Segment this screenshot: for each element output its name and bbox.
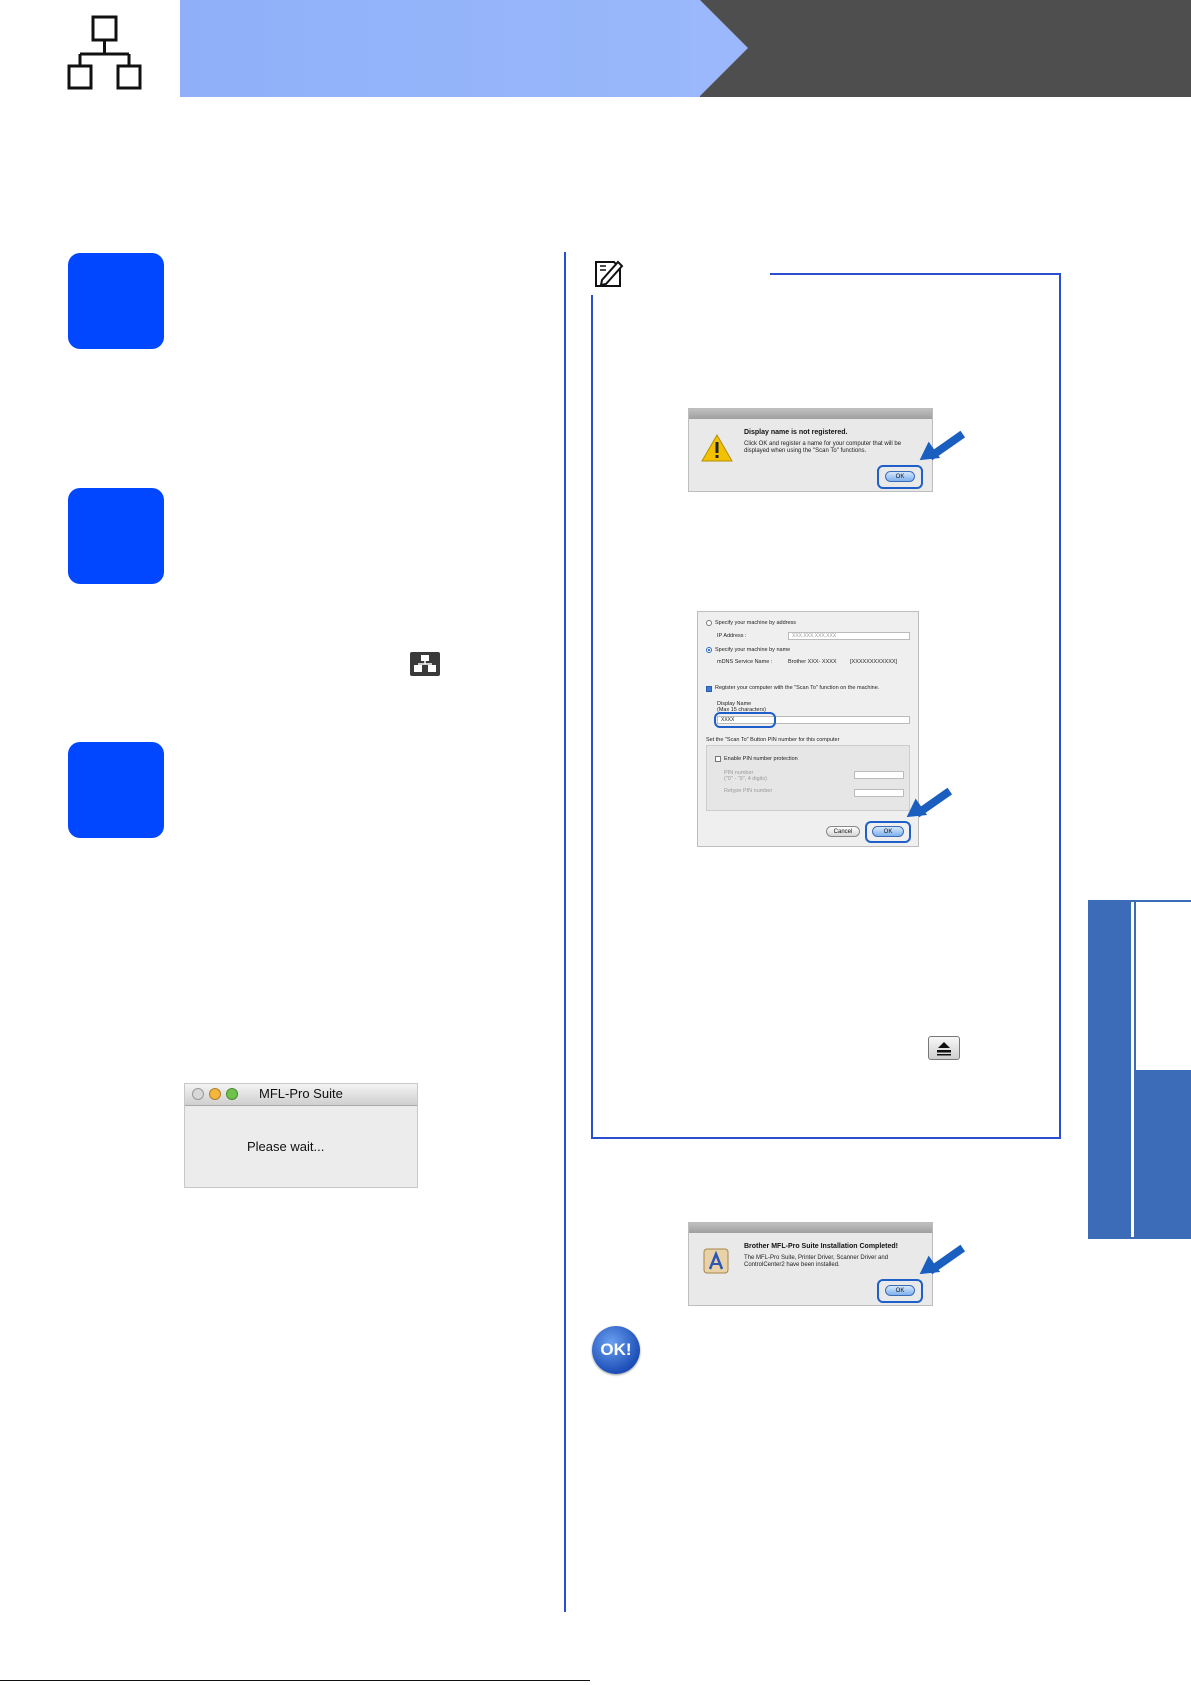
installation-completed-dialog: Brother MFL-Pro Suite Installation Compl… xyxy=(688,1222,933,1306)
close-icon[interactable] xyxy=(192,1088,204,1100)
pin-section-label: Set the "Scan To" Button PIN number for … xyxy=(706,737,840,743)
minimize-icon[interactable] xyxy=(209,1088,221,1100)
retype-pin-label: Retype PIN number xyxy=(724,788,773,794)
pin-number-label: PIN number xyxy=(724,770,754,776)
mdns-value-2: [XXXXXXXXXXXX] xyxy=(850,659,898,665)
installer-icon xyxy=(703,1248,729,1274)
ok-button[interactable]: OK xyxy=(872,826,904,837)
note-frame-right xyxy=(1059,273,1061,1139)
note-frame-left xyxy=(591,295,593,1139)
ok-button[interactable]: OK xyxy=(885,1285,915,1296)
dialog-message: Click OK and register a name for your co… xyxy=(744,441,902,454)
pin-number-field[interactable] xyxy=(854,771,904,779)
footer-rule xyxy=(0,1680,590,1681)
ok-highlight xyxy=(877,1279,923,1303)
radio-by-name-label: Specify your machine by name xyxy=(715,647,791,653)
ok-highlight xyxy=(865,821,911,843)
header-arrow xyxy=(700,0,748,96)
ok-highlight xyxy=(877,465,923,489)
ok-badge: OK! xyxy=(592,1326,640,1374)
mdns-value: Brother XXX- XXXX xyxy=(788,659,837,665)
note-frame-bottom xyxy=(591,1137,1061,1139)
side-tab-section xyxy=(1088,900,1131,1237)
side-tab-active xyxy=(1134,1070,1191,1237)
mdns-label: mDNS Service Name : xyxy=(717,659,773,665)
display-name-dialog: Display name is not registered. Click OK… xyxy=(688,408,933,492)
display-name-hint: (Max 15 characters) xyxy=(717,707,766,713)
please-wait-text: Please wait... xyxy=(247,1139,325,1154)
ok-button[interactable]: OK xyxy=(885,471,915,482)
note-frame-top xyxy=(770,273,1061,275)
display-name-highlight xyxy=(714,712,776,728)
zoom-icon[interactable] xyxy=(226,1088,238,1100)
dialog-title: Display name is not registered. xyxy=(744,429,848,436)
radio-by-name[interactable] xyxy=(706,647,712,653)
pin-enable-checkbox[interactable] xyxy=(715,756,721,762)
display-name-field[interactable]: XXXX xyxy=(717,716,910,724)
dialog-title: Brother MFL-Pro Suite Installation Compl… xyxy=(744,1243,899,1250)
network-icon xyxy=(67,15,142,90)
cancel-button[interactable]: Cancel xyxy=(826,826,860,837)
register-label: Register your computer with the "Scan To… xyxy=(715,685,880,691)
mfl-pro-window: MFL-Pro Suite Please wait... xyxy=(184,1083,418,1188)
radio-by-address-label: Specify your machine by address xyxy=(715,620,797,626)
pin-number-hint: ("0" - "9", 4 digits) xyxy=(724,776,767,782)
pin-enable-label: Enable PIN number protection xyxy=(724,756,798,762)
ip-label: IP Address : xyxy=(717,633,747,639)
scan-key-icon xyxy=(928,1036,960,1060)
radio-by-address[interactable] xyxy=(706,620,712,626)
step-marker-2 xyxy=(68,488,164,584)
step-marker-1 xyxy=(68,253,164,349)
retype-pin-field[interactable] xyxy=(854,789,904,797)
display-name-label: Display Name xyxy=(717,701,752,707)
side-tab-top-line xyxy=(1131,900,1191,902)
column-divider xyxy=(564,252,566,1612)
header-band-dark xyxy=(700,0,1191,97)
mfl-title-bar: MFL-Pro Suite xyxy=(185,1084,417,1106)
scan-settings-dialog: Specify your machine by address IP Addre… xyxy=(697,611,919,847)
dialog-message: The MFL-Pro Suite, Printer Driver, Scann… xyxy=(744,1255,889,1268)
side-tab-bottom-line xyxy=(1088,1237,1191,1239)
warning-icon xyxy=(701,433,733,462)
network-small-icon xyxy=(410,652,440,676)
register-checkbox[interactable] xyxy=(706,686,712,692)
ip-field[interactable]: XXX.XXX.XXX.XXX xyxy=(788,632,910,640)
window-title: MFL-Pro Suite xyxy=(259,1086,343,1101)
note-pencil-icon xyxy=(595,260,624,287)
step-marker-3 xyxy=(68,742,164,838)
header-band xyxy=(180,0,750,97)
